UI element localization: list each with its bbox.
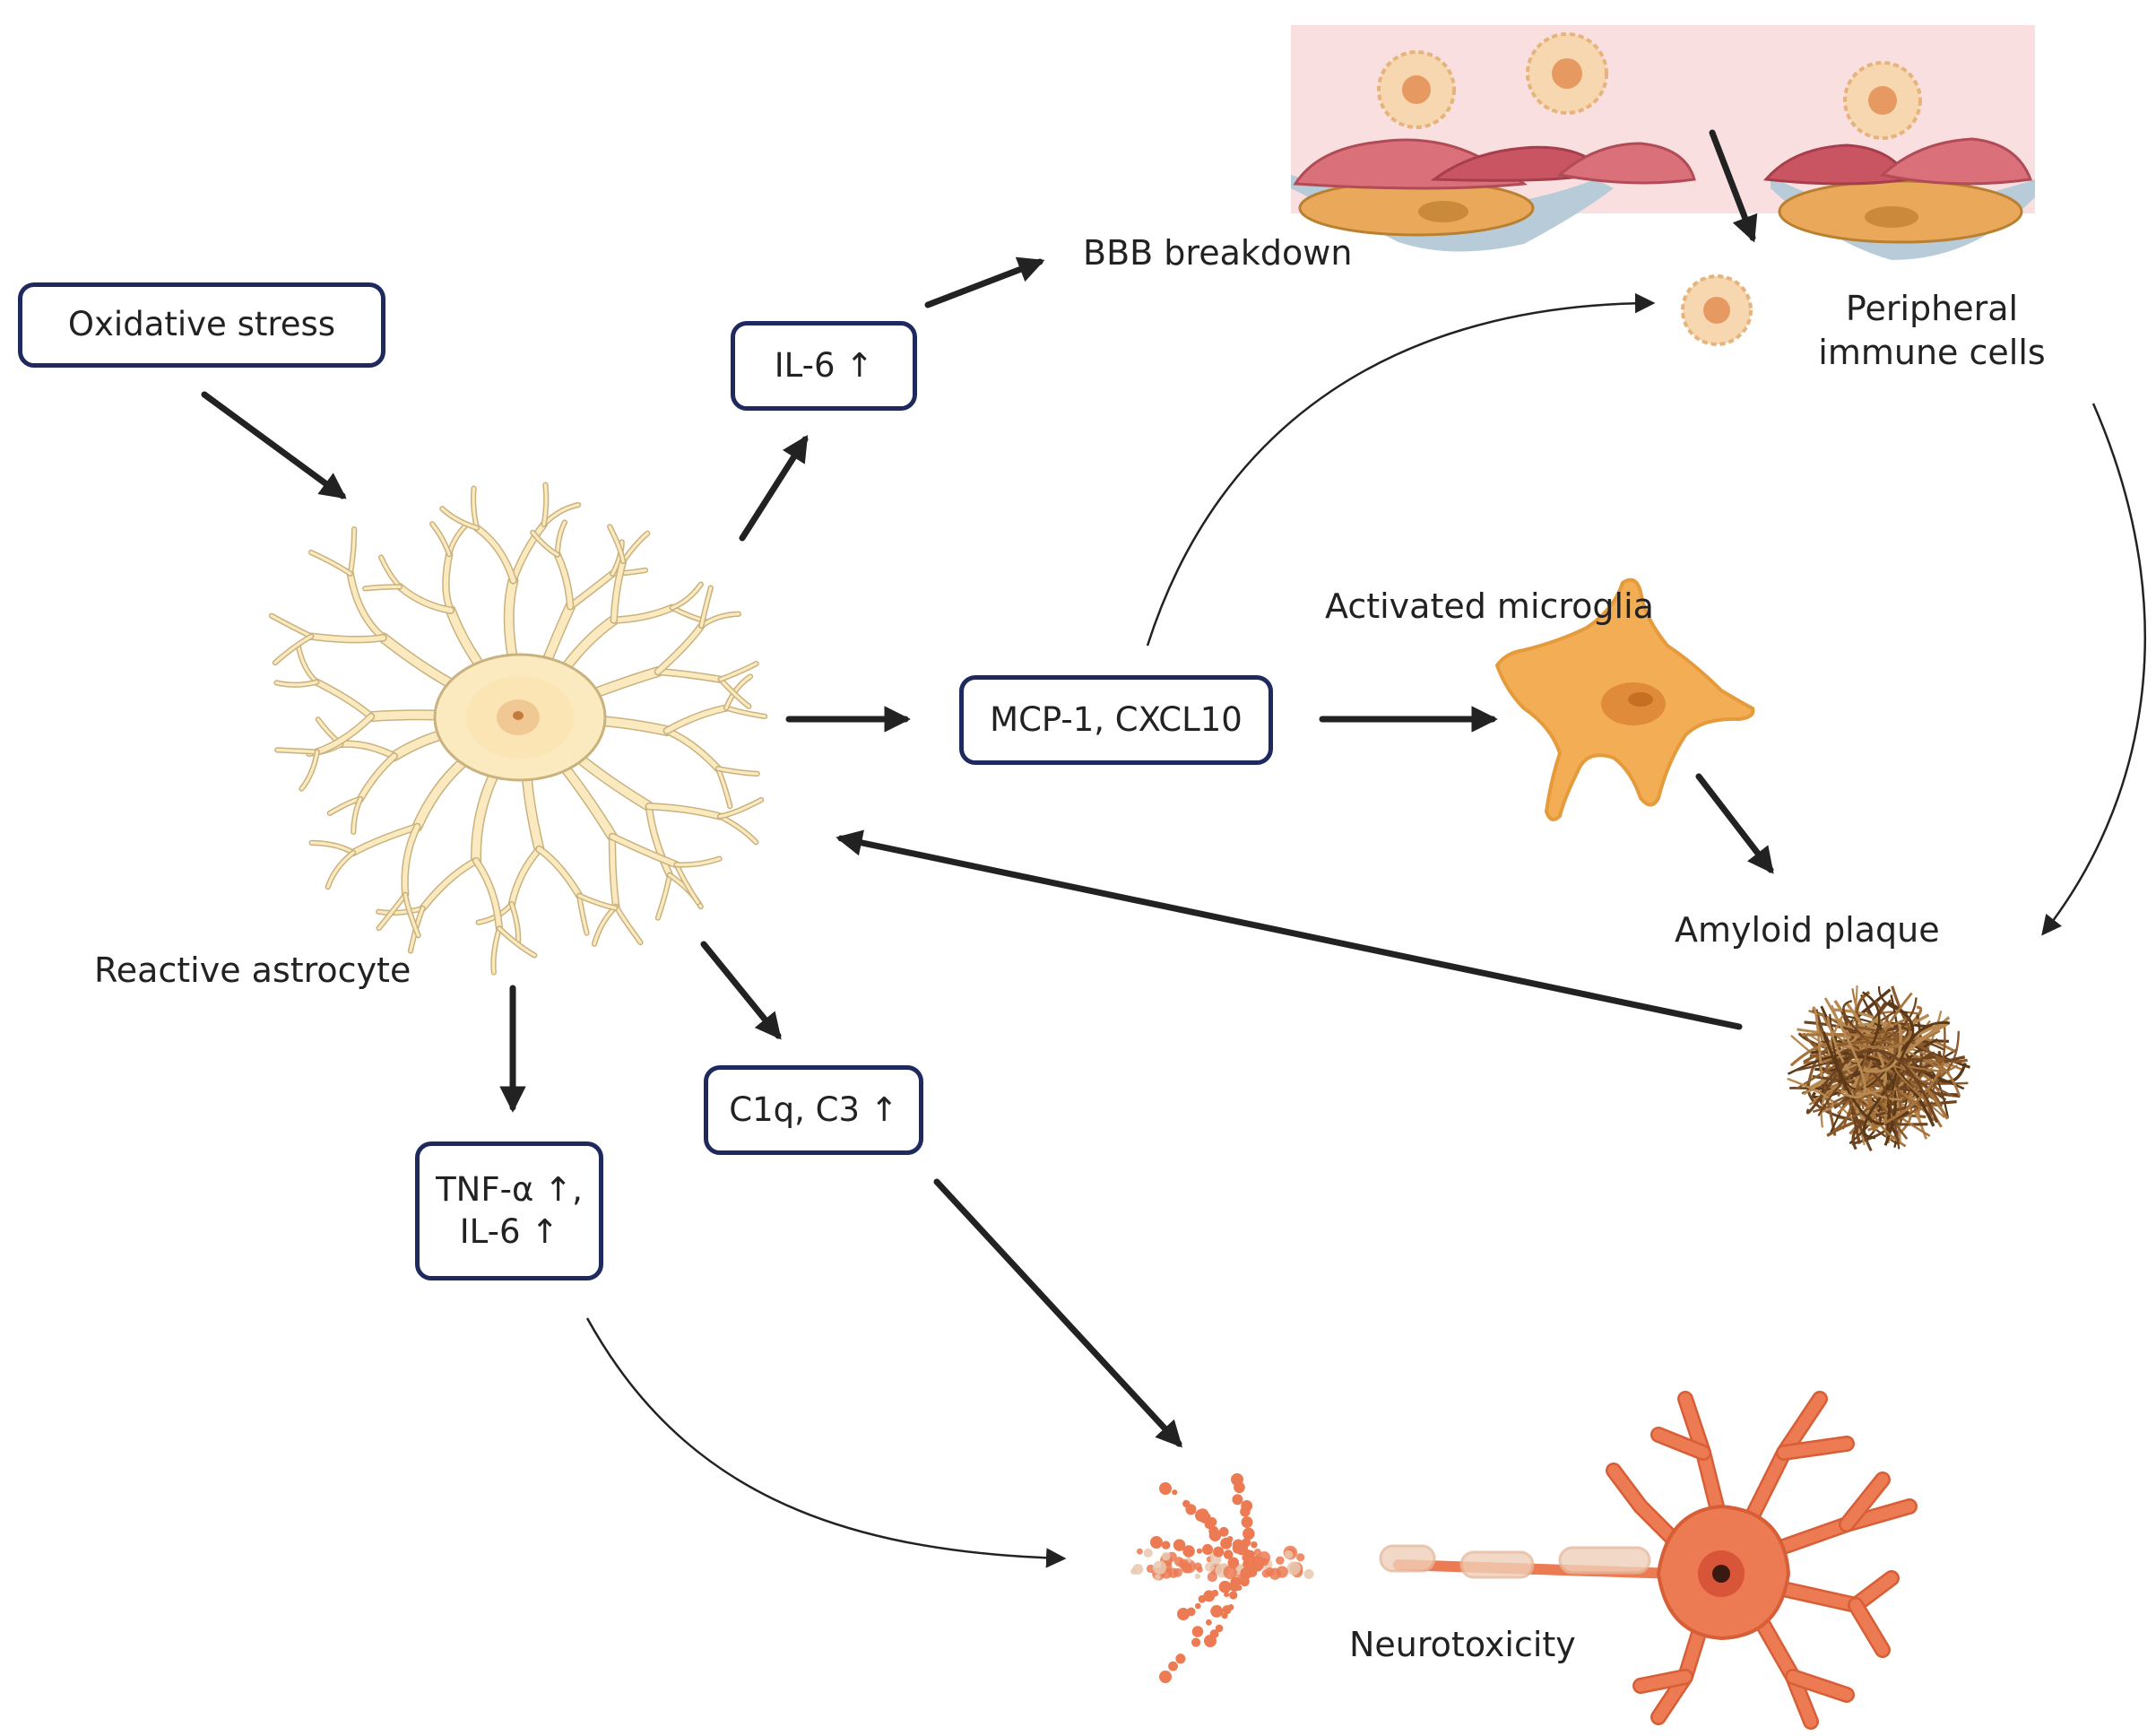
activated-microglia-label: Activated microglia — [1325, 586, 1654, 626]
arrow-mcp1-to-immune — [1146, 292, 1656, 647]
mcp1-cxcl10-text: MCP-1, CXCL10 — [990, 699, 1243, 739]
arrow-c1q-to-neurotoxicity — [933, 1178, 1182, 1448]
arrows — [201, 129, 1774, 1448]
arrow-astrocyte-to-il6 — [739, 435, 809, 542]
mcp1-cxcl10-box: MCP-1, CXCL10 — [959, 675, 1273, 765]
curved-arrows — [585, 292, 2147, 1568]
arrow-il6-to-bbb — [924, 256, 1045, 308]
arrow-tnf-to-neurotoxicity — [585, 1317, 1067, 1568]
tnf-il6-box: TNF-α ↑, IL-6 ↑ — [415, 1141, 603, 1280]
bbb-breakdown-label: BBB breakdown — [1083, 233, 1353, 273]
oxidative-stress-text: Oxidative stress — [67, 305, 336, 344]
arrow-microglia-to-plaque — [1695, 773, 1774, 874]
immune-cell-icon — [1681, 274, 1753, 346]
peripheral-immune-cells-label: Peripheral immune cells — [1806, 287, 2057, 376]
peripheral-immune-cells-line2: immune cells — [1818, 333, 2046, 373]
blood-brain-barrier-icon — [1291, 25, 2035, 260]
amyloid-plaque-icon — [1787, 985, 1970, 1152]
arrow-plaque-to-astrocyte — [836, 829, 1743, 1030]
arrow-bbb-to-immune — [1709, 129, 1758, 243]
arrow-immune-to-plaque — [2041, 403, 2147, 936]
il6-box: IL-6 ↑ — [731, 321, 917, 411]
c1q-c3-box: C1q, C3 ↑ — [704, 1065, 923, 1155]
amyloid-plaque-label: Amyloid plaque — [1675, 910, 1940, 950]
neurotoxicity-label: Neurotoxicity — [1349, 1625, 1576, 1664]
arrow-oxidative-to-astrocyte — [201, 391, 347, 499]
il6-text: IL-6 ↑ — [774, 345, 874, 385]
microglia-cell-icon — [1494, 577, 1755, 821]
oxidative-stress-box: Oxidative stress — [18, 282, 385, 368]
c1q-c3-text: C1q, C3 ↑ — [729, 1089, 898, 1129]
astrocyte-cell-icon — [268, 482, 768, 976]
degenerating-neuron-icon — [1130, 1391, 1918, 1730]
reactive-astrocyte-label: Reactive astrocyte — [94, 950, 411, 990]
tnf-il6-text: TNF-α ↑, IL-6 ↑ — [436, 1170, 583, 1251]
arrow-astrocyte-to-c1q — [700, 941, 782, 1040]
circulating-immune-cell-icon — [1377, 32, 1922, 140]
peripheral-immune-cells-line1: Peripheral — [1845, 289, 2019, 328]
